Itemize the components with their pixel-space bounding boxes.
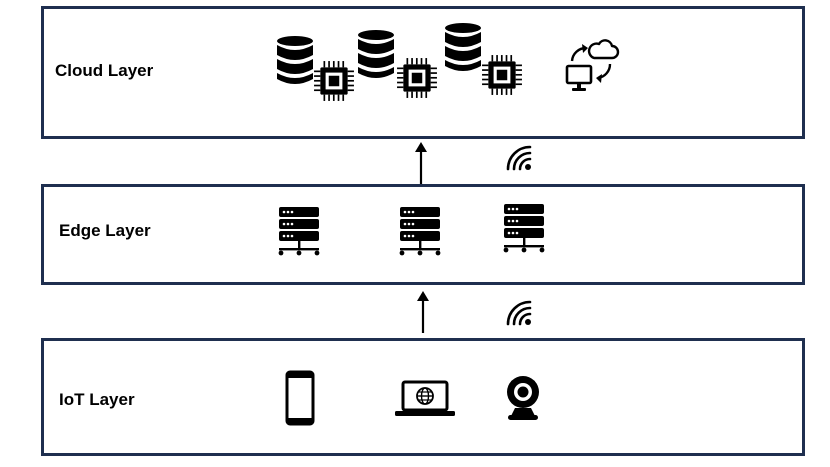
database-icon (443, 22, 483, 72)
server-rack-icon (277, 206, 321, 256)
database-icon (356, 29, 396, 79)
cloud-layer-box: Cloud Layer (41, 6, 805, 139)
iot-layer-box: IoT Layer (41, 338, 805, 456)
edge-layer-label: Edge Layer (59, 221, 151, 240)
processor-chip-icon (481, 54, 523, 96)
cloud-sync-computer-icon (564, 38, 620, 94)
server-rack-icon (502, 203, 546, 253)
up-arrow-icon (415, 142, 427, 184)
webcam-icon (503, 374, 543, 422)
iot-layer-label: IoT Layer (59, 390, 135, 409)
processor-chip-icon (313, 60, 355, 102)
up-arrow-icon (417, 291, 429, 333)
database-icon (275, 35, 315, 85)
wireless-signal-icon (504, 298, 534, 328)
wireless-signal-icon (504, 143, 534, 173)
laptop-icon (395, 380, 455, 420)
cloud-layer-label: Cloud Layer (55, 61, 154, 80)
server-rack-icon (398, 206, 442, 256)
smartphone-icon (285, 370, 315, 426)
processor-chip-icon (396, 57, 438, 99)
